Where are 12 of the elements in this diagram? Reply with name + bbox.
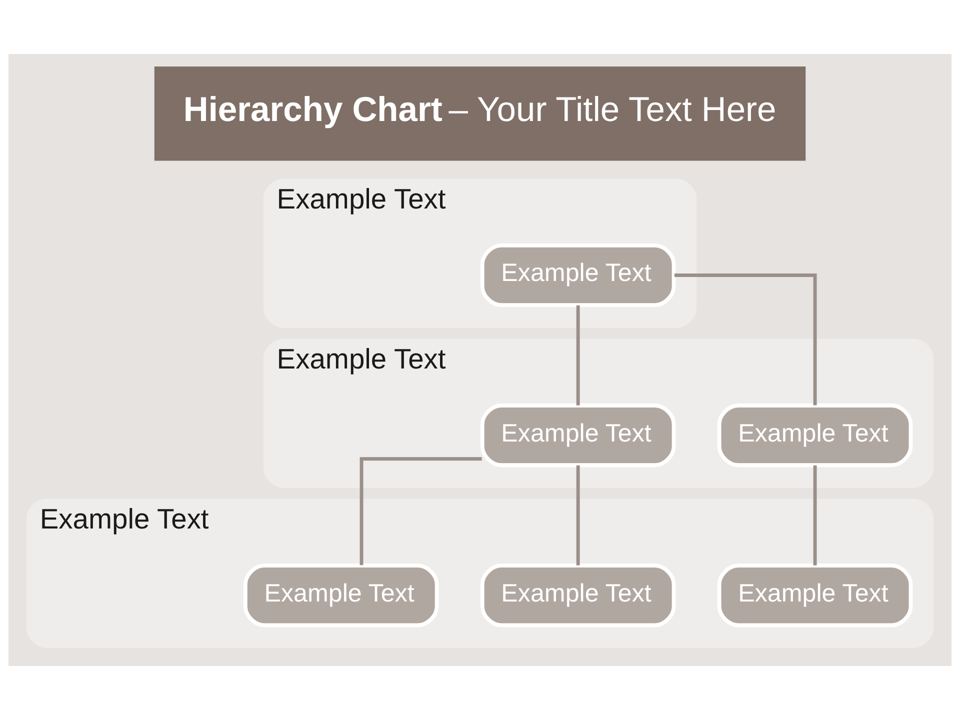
node-box: Example Text — [480, 564, 676, 628]
connector — [674, 274, 817, 406]
connector — [576, 465, 580, 566]
node-box: Example Text — [480, 404, 676, 468]
node-box: Example Text — [243, 564, 439, 628]
node-box: Example Text — [480, 243, 676, 308]
node-box: Example Text — [717, 564, 913, 628]
diagram-title: Hierarchy Chart – Your Title Text Here — [183, 90, 776, 129]
connector — [813, 465, 817, 566]
node-box: Example Text — [717, 404, 913, 468]
connector — [360, 457, 482, 566]
connector — [576, 305, 580, 406]
